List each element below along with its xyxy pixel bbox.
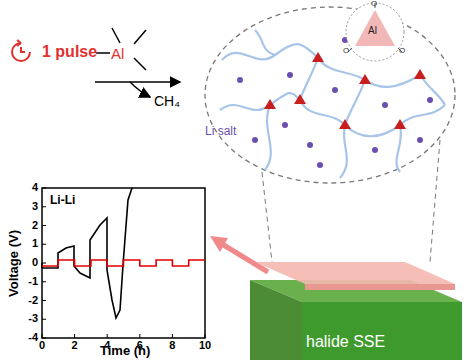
atom-label: O	[399, 47, 405, 55]
tick-label: -2	[28, 295, 38, 306]
tick-label: 0	[32, 257, 38, 268]
zoom-line	[430, 140, 440, 262]
atom-label: O	[371, 0, 377, 8]
polymer-layer	[255, 262, 455, 284]
pink-arrowhead	[210, 236, 228, 252]
atom-label: Al	[111, 46, 124, 61]
tick-label: 6	[137, 340, 143, 351]
methyl-bonds	[96, 28, 146, 70]
tick-label: 10	[199, 340, 211, 351]
inset-bonds	[348, 3, 402, 52]
byproduct-arrow	[130, 82, 150, 97]
red-curve	[42, 260, 205, 266]
tick-label: -1	[28, 276, 38, 287]
zoom-line	[262, 172, 272, 262]
slab-side	[250, 280, 302, 360]
axis-ticks	[42, 188, 205, 338]
tick-label: -4	[28, 332, 38, 343]
tick-label: 3	[32, 201, 38, 212]
tick-label: 8	[169, 340, 175, 351]
tick-label: 2	[72, 340, 78, 351]
tick-label: 0	[39, 340, 45, 351]
tick-label: 4	[32, 182, 38, 193]
electrolyte-slab: halide SSE	[306, 332, 460, 358]
chart-title: Li-Li	[50, 194, 75, 206]
atom-label: O	[343, 47, 349, 55]
tick-label: -3	[28, 313, 38, 324]
byproduct-label: CH₄	[154, 94, 180, 108]
atom-label: Al	[368, 26, 377, 36]
chart-frame	[42, 188, 205, 338]
pink-arrow	[222, 244, 268, 272]
ion-label: Li salt	[205, 125, 236, 137]
inset-circle	[346, 3, 404, 61]
axis-title: Voltage (V)	[7, 230, 20, 297]
tick-label: 2	[32, 220, 38, 231]
al-crosslinks	[264, 52, 426, 129]
zoom-ellipse	[205, 7, 455, 183]
reaction-arrow	[95, 81, 180, 83]
inset-triangle	[355, 10, 395, 46]
step-label: 1 pulse	[42, 44, 97, 60]
polymer-chains	[220, 30, 445, 178]
clock-icon	[12, 40, 30, 61]
slab-front	[302, 302, 462, 360]
tick-label: 1	[32, 238, 38, 249]
slab-label: halide SSE	[306, 332, 460, 351]
polymer-layer-edge	[305, 284, 455, 290]
black-curve	[42, 188, 132, 318]
li-ions	[237, 37, 433, 168]
tick-label: 4	[104, 340, 110, 351]
